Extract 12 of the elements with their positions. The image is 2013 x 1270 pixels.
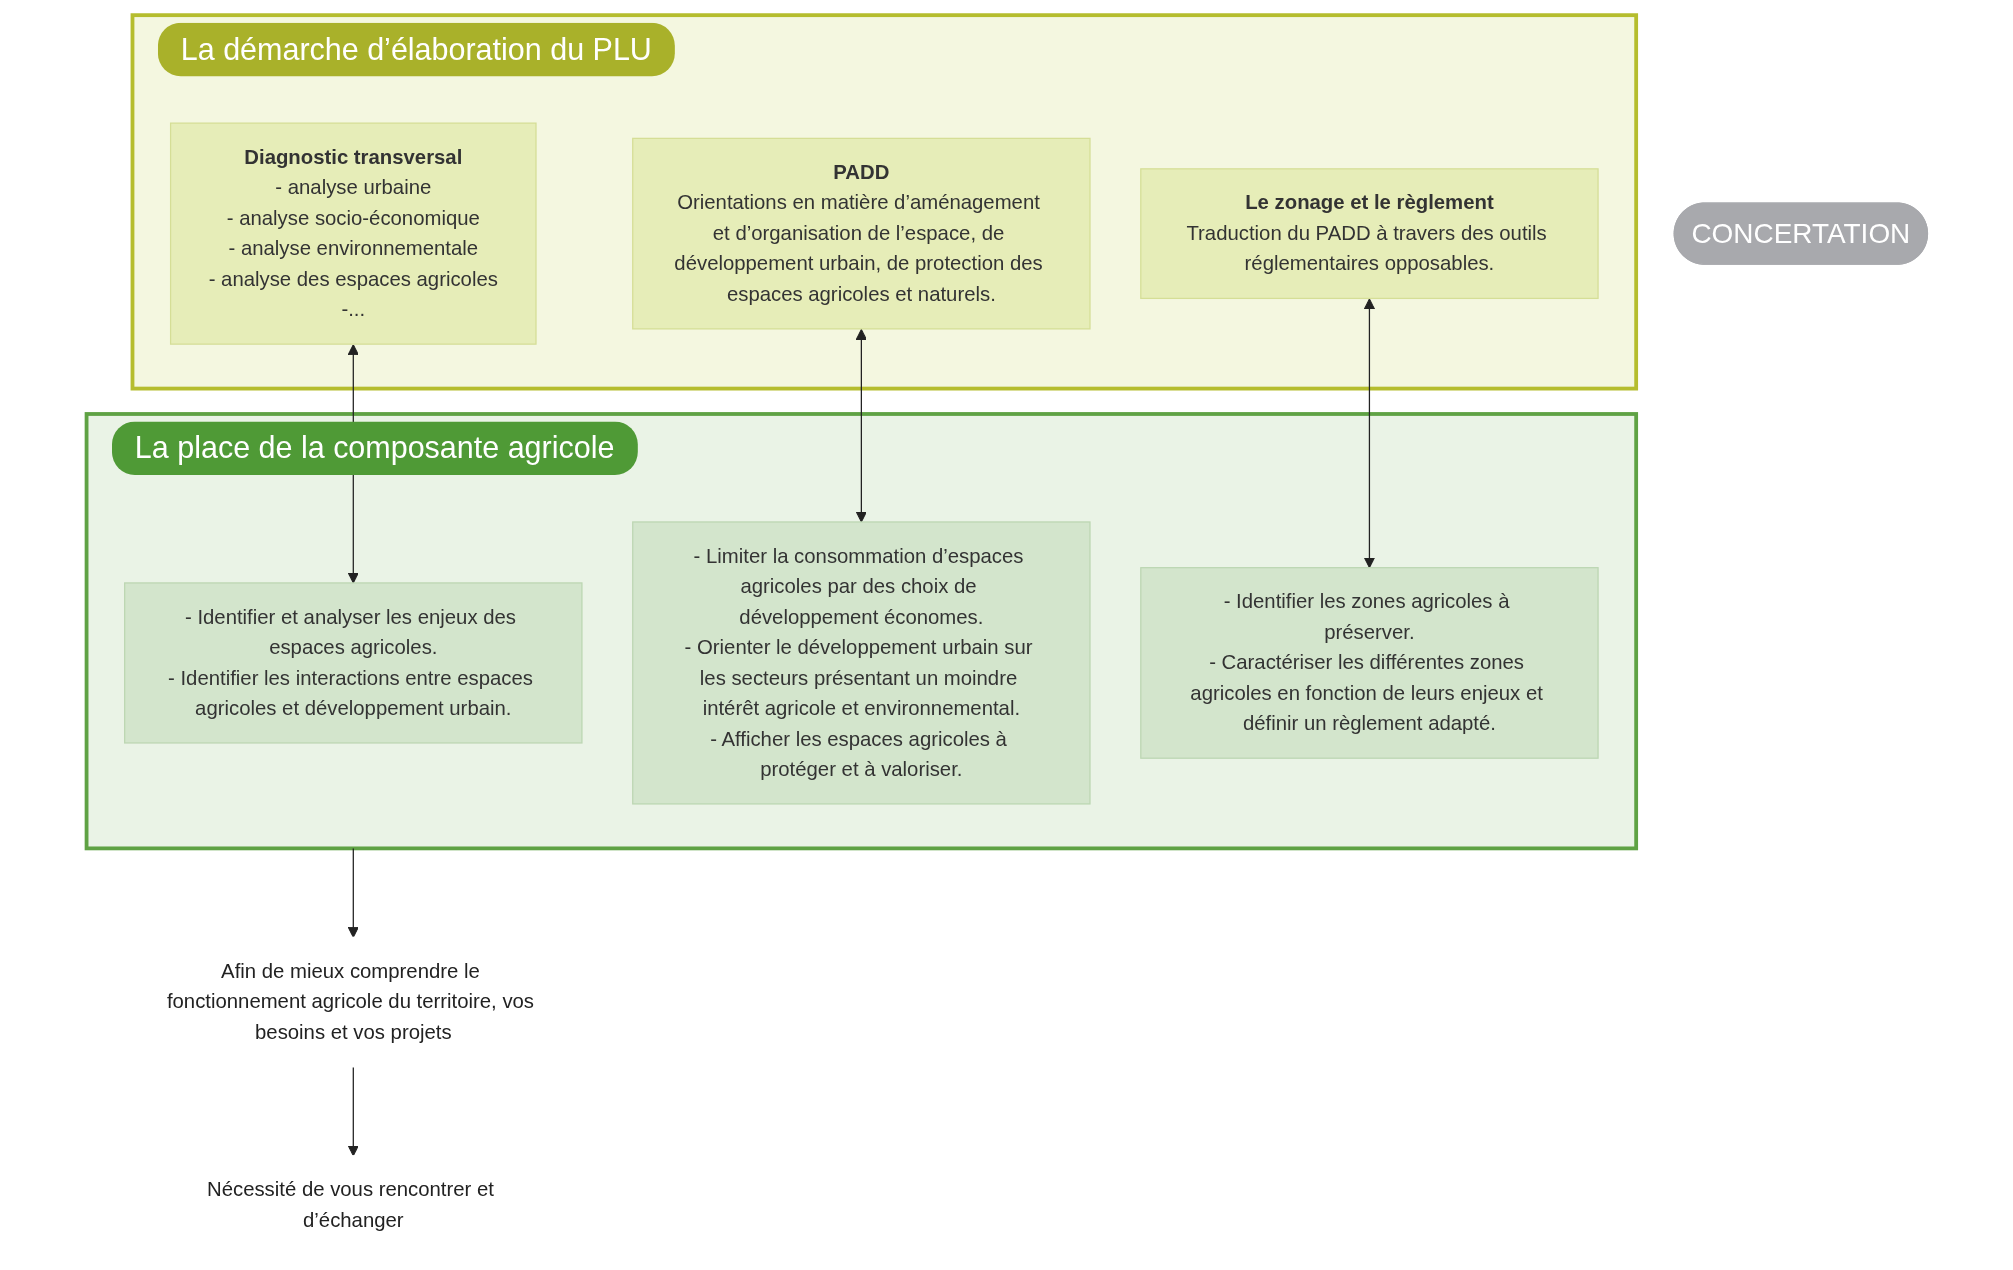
node-box: Diagnostic transversal - analyse urbaine - analyse socio-économique - analyse environnementale - analyse des espaces agricoles -... xyxy=(169,122,537,345)
node-box: Le zonage et le règlement Traduction du PADD à travers des outils réglementaires opposables. xyxy=(1139,168,1599,300)
node-box: PADD Orientations en matière d’aménagement et d’organisation de l’espace, de développement urbain, de protection des espaces agricoles et naturels. xyxy=(631,137,1091,330)
node-box: - Identifier les zones agricoles à préserver. - Caractériser les différentes zones agricoles en fonction de leurs enjeux et définir un règlement adapté. xyxy=(1139,567,1599,759)
node-box: - Identifier et analyser les enjeux des espaces agricoles. - Identifier les interactions entre espaces agricoles et développement urbain. xyxy=(123,582,583,744)
arrow xyxy=(347,847,359,938)
arrow xyxy=(1363,298,1375,569)
arrow xyxy=(855,328,867,523)
arrow xyxy=(347,1066,359,1157)
node-text: Afin de mieux comprendre le fonctionnement agricole du territoire, vos besoins et vos projets xyxy=(166,960,534,1043)
node-text: Nécessité de vous rencontrer et d’échanger xyxy=(206,1178,494,1231)
node-box: - Limiter la consommation d’espaces agricoles par des choix de développement économes. - Orienter le développement urbain sur les secteurs présentant un moindre intérêt agricole et environnemental. - Afficher les espaces agricoles à protéger et à valoriser. xyxy=(631,521,1091,805)
